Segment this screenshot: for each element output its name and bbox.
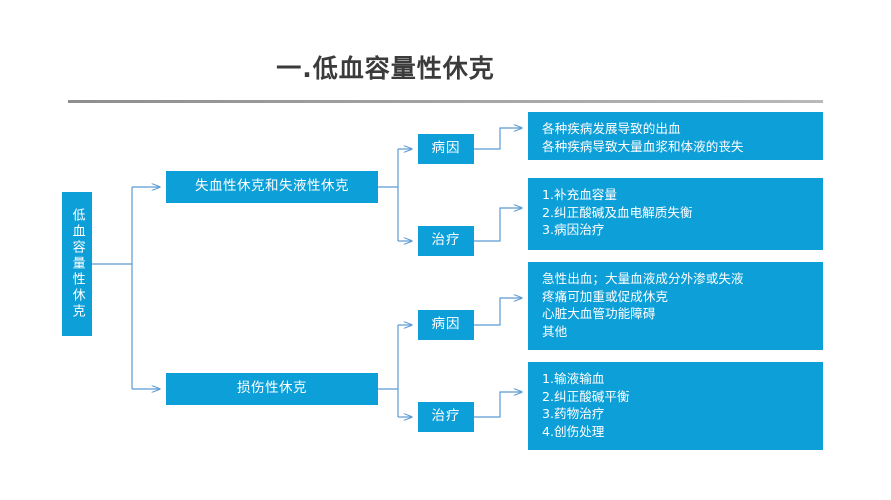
detail-line: 2.纠正酸碱及血电解质失衡: [542, 204, 693, 220]
wire-sub2-to-detail2: [474, 208, 522, 242]
detail-line: 3.药物治疗: [542, 406, 605, 421]
node-sub-treatment-1[interactable]: 治疗: [418, 226, 474, 256]
detail-box-treatment-1[interactable]: 1.补充血容量 2.纠正酸碱及血电解质失衡 3.病因治疗: [528, 178, 823, 250]
node-branch-label: 损伤性休克: [237, 380, 307, 397]
detail-box-treatment-2[interactable]: 1.输液输血 2.纠正酸碱平衡 3.药物治疗 4.创伤处理: [528, 362, 823, 450]
detail-line: 急性出血；大量血液成分外渗或失液: [542, 271, 744, 286]
node-root[interactable]: 低血容量性休克: [62, 192, 92, 336]
wire-sub1-to-detail1: [474, 128, 522, 150]
node-sub-cause-2[interactable]: 病因: [418, 310, 474, 340]
wire-sub3-to-detail3: [474, 298, 522, 326]
node-branch-hemorrhagic[interactable]: 失血性休克和失液性休克: [166, 171, 378, 203]
detail-line: 1.输液输血: [542, 371, 605, 386]
detail-line: 其他: [542, 323, 568, 339]
node-root-label: 低血容量性休克: [69, 208, 85, 320]
node-sub-label: 治疗: [431, 232, 461, 249]
detail-line: 心脏大血管功能障碍: [542, 306, 656, 321]
node-sub-label: 病因: [431, 316, 461, 333]
detail-line: 4.创伤处理: [542, 423, 605, 439]
detail-line: 各种疾病发展导致的出血: [542, 121, 681, 136]
node-branch-label: 失血性休克和失液性休克: [195, 178, 349, 195]
node-branch-traumatic[interactable]: 损伤性休克: [166, 373, 378, 405]
detail-line: 疼痛可加重或促成休克: [542, 288, 668, 304]
page-title: 一.低血容量性休克: [276, 54, 495, 83]
detail-box-cause-1[interactable]: 各种疾病发展导致的出血 各种疾病导致大量血浆和体液的丧失: [528, 112, 823, 160]
detail-line: 3.病因治疗: [542, 222, 605, 237]
node-sub-label: 治疗: [431, 408, 461, 425]
detail-line: 各种疾病导致大量血浆和体液的丧失: [542, 138, 744, 154]
node-sub-cause-1[interactable]: 病因: [418, 134, 474, 164]
detail-line: 2.纠正酸碱平衡: [542, 388, 630, 404]
detail-line: 1.补充血容量: [542, 187, 617, 202]
title-divider: [68, 100, 823, 103]
wire-sub4-to-detail4: [474, 392, 522, 418]
node-sub-treatment-2[interactable]: 治疗: [418, 402, 474, 432]
detail-box-cause-2[interactable]: 急性出血；大量血液成分外渗或失液 疼痛可加重或促成休克 心脏大血管功能障碍 其他: [528, 262, 823, 350]
node-sub-label: 病因: [431, 140, 461, 157]
